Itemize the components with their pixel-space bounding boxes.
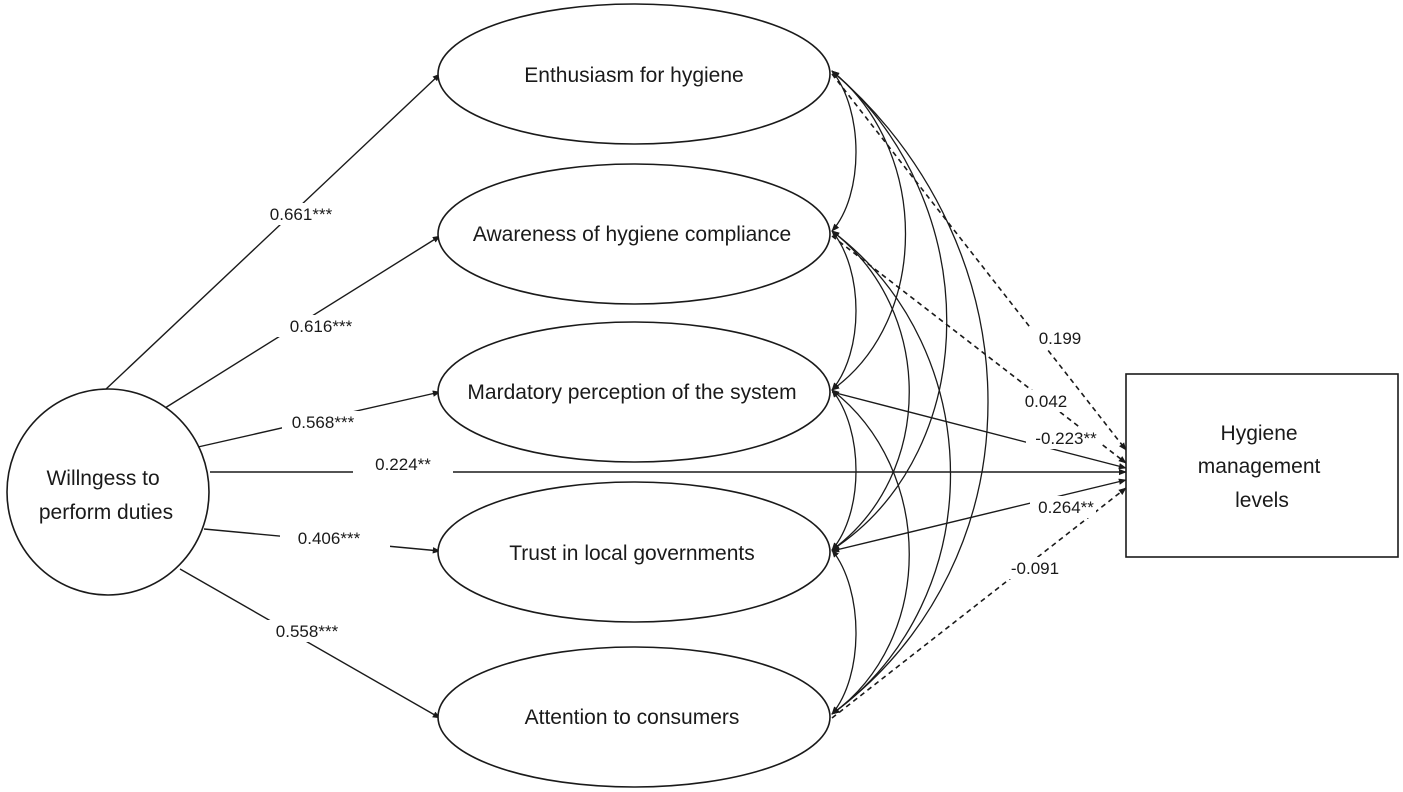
node-willingness-label: Willngess to perform duties <box>39 467 173 524</box>
node-enthusiasm-label: Enthusiasm for hygiene <box>524 64 743 87</box>
corr-arc <box>831 549 857 715</box>
coef-willingness-mandatory: 0.568*** <box>292 413 355 432</box>
node-trust-label: Trust in local governments <box>509 542 755 565</box>
coef-awareness-outcome: 0.042 <box>1025 392 1068 411</box>
corr-arc <box>831 230 952 715</box>
node-trust: Trust in local governments <box>437 481 831 623</box>
path-willingness-attention <box>179 568 441 719</box>
coef-willingness-attention: 0.558*** <box>276 622 339 641</box>
corr-arc <box>831 70 857 232</box>
corr-arc <box>831 389 857 551</box>
coef-willingness-trust: 0.406*** <box>298 529 361 548</box>
path-enthusiasm-outcome <box>831 73 1127 451</box>
node-attention: Attention to consumers <box>437 646 831 788</box>
node-mandatory-label: Mardatory perception of the system <box>467 381 796 404</box>
node-outcome-label: Hygiene management levels <box>1198 422 1326 512</box>
coef-willingness-awareness: 0.616*** <box>290 317 353 336</box>
corr-arc <box>831 230 910 551</box>
outcome-line-3: levels <box>1235 489 1289 512</box>
corr-arc <box>831 230 857 391</box>
path-mandatory-outcome <box>831 391 1127 470</box>
node-outcome: Hygiene management levels <box>1125 373 1399 558</box>
corr-arc <box>831 70 948 551</box>
willingness-line-2: perform duties <box>39 501 173 524</box>
coef-willingness-enthusiasm: 0.661*** <box>270 205 333 224</box>
path-trust-outcome <box>831 478 1127 553</box>
coef-enthusiasm-outcome: 0.199 <box>1039 329 1082 348</box>
corr-arc <box>831 70 906 391</box>
coef-attention-outcome: -0.091 <box>1011 559 1059 578</box>
node-awareness: Awareness of hygiene compliance <box>437 163 831 305</box>
outcome-line-1: Hygiene <box>1221 422 1298 445</box>
outcome-line-2: management <box>1198 455 1321 478</box>
path-awareness-outcome <box>831 235 1127 464</box>
coef-willingness-outcome: 0.224** <box>375 455 431 474</box>
node-awareness-label: Awareness of hygiene compliance <box>473 223 791 246</box>
willingness-line-1: Willngess to <box>46 467 159 490</box>
right-paths <box>831 73 1127 719</box>
correlation-arcs <box>831 70 989 715</box>
corr-arc <box>831 389 910 715</box>
node-attention-label: Attention to consumers <box>525 706 740 729</box>
node-mandatory: Mardatory perception of the system <box>437 321 831 463</box>
path-attention-outcome <box>831 487 1127 719</box>
path-willingness-enthusiasm <box>104 73 441 391</box>
coef-trust-outcome: 0.264** <box>1038 498 1094 517</box>
node-willingness: Willngess to perform duties <box>6 388 210 596</box>
corr-arc <box>831 70 989 715</box>
node-enthusiasm: Enthusiasm for hygiene <box>437 3 831 145</box>
coef-mandatory-outcome: -0.223** <box>1035 429 1097 448</box>
